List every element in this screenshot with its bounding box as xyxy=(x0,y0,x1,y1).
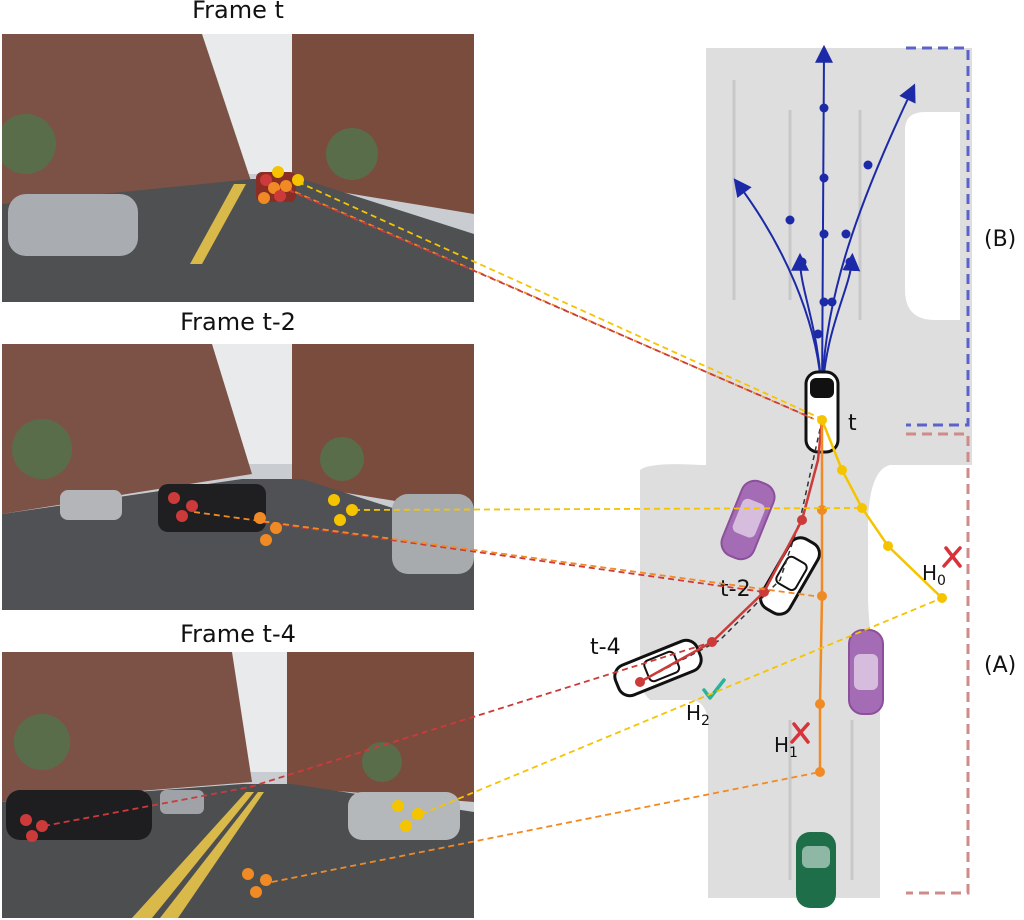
region-a-label: (A) xyxy=(984,653,1016,678)
correspondence-lines xyxy=(43,181,943,885)
future-trajectory-points xyxy=(785,103,873,339)
keypoints-frame-t4 xyxy=(20,800,424,898)
hypothesis-h0-label: H0 xyxy=(922,561,946,589)
keypoints-frame-t xyxy=(258,166,304,204)
time-label-t4: t-4 xyxy=(590,635,621,660)
region-b-label: (B) xyxy=(984,227,1016,252)
region-b-bracket xyxy=(906,46,970,427)
road-surface xyxy=(640,48,972,898)
region-a-bracket xyxy=(906,432,970,895)
roadside-island xyxy=(905,112,960,320)
frame-t4-title: Frame t-4 xyxy=(180,620,296,648)
camera-frame-t4 xyxy=(2,652,474,918)
ego-past-path-dashed xyxy=(639,419,823,683)
road-map xyxy=(640,48,972,898)
time-label-t: t xyxy=(848,411,857,436)
reject-cross-icon xyxy=(790,722,810,744)
keypoints-frame-t2 xyxy=(168,492,358,546)
frame-t2-title: Frame t-2 xyxy=(180,308,296,336)
purple-car-right xyxy=(848,629,884,715)
green-car xyxy=(796,832,836,908)
ego-car-t2 xyxy=(759,536,821,616)
frame-t-title: Frame t xyxy=(192,0,284,24)
reject-cross-icon xyxy=(942,546,962,568)
hypothesis-h1-label: H1 xyxy=(774,733,798,761)
hypothesis-h2-label: H2 xyxy=(686,701,710,729)
accept-check-icon xyxy=(702,678,726,700)
time-label-t2: t-2 xyxy=(720,577,751,602)
trajectory-red xyxy=(639,419,824,684)
